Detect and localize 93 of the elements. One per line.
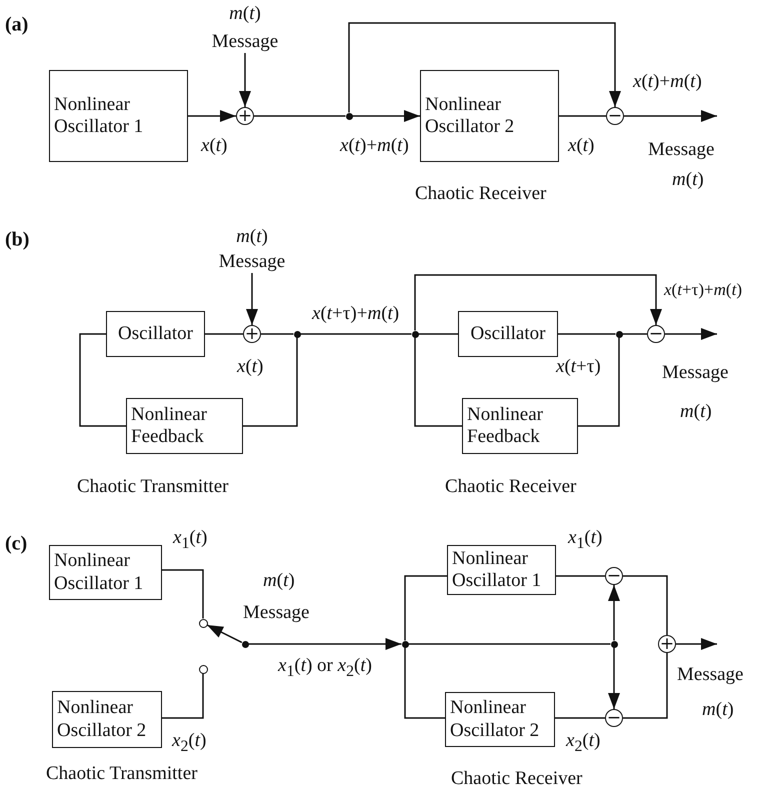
signal-label: Chaotic Transmitter bbox=[46, 763, 198, 785]
switch-terminal bbox=[198, 664, 208, 674]
connector-line bbox=[559, 115, 606, 117]
panel-label: (b) bbox=[5, 228, 30, 252]
switch-terminal bbox=[198, 618, 208, 628]
connector-line bbox=[205, 333, 243, 335]
junction-dot bbox=[242, 640, 248, 648]
summing-junction: − bbox=[647, 325, 665, 343]
process-box: Oscillator bbox=[106, 311, 205, 357]
input-label: Message bbox=[212, 31, 278, 53]
arrow bbox=[414, 274, 662, 330]
summing-junction: − bbox=[606, 107, 624, 125]
arrow bbox=[206, 624, 242, 644]
connector-line bbox=[261, 333, 294, 335]
input-label: m(t) bbox=[236, 226, 268, 248]
process-box: Nonlinear Feedback bbox=[462, 398, 578, 454]
signal-label: m(t) bbox=[263, 570, 295, 592]
process-box: Nonlinear Oscillator 2 bbox=[420, 70, 559, 162]
summing-junction: − bbox=[605, 709, 623, 727]
connector-line bbox=[623, 575, 668, 635]
arrow bbox=[624, 110, 717, 122]
signal-label: Message bbox=[243, 602, 310, 624]
signal-label: x$_{1}$(t) bbox=[173, 527, 208, 553]
arrow bbox=[239, 53, 251, 107]
signal-label: m(t) bbox=[702, 699, 734, 721]
junction-dot bbox=[616, 330, 622, 338]
connector-line bbox=[408, 643, 610, 645]
connector-line bbox=[556, 575, 605, 577]
signal-label: Chaotic Receiver bbox=[415, 183, 546, 205]
signal-label: Chaotic Transmitter bbox=[77, 476, 228, 498]
connector-line bbox=[555, 717, 605, 719]
arrow bbox=[352, 110, 420, 122]
junction-dot bbox=[402, 640, 408, 648]
process-box: Nonlinear Feedback bbox=[126, 398, 243, 454]
process-box: Nonlinear Oscillator 1 bbox=[49, 545, 162, 600]
connector-line bbox=[79, 333, 126, 427]
signal-label: m(t) bbox=[680, 401, 712, 423]
process-box: Nonlinear Oscillator 1 bbox=[49, 70, 188, 162]
panel-label: (c) bbox=[5, 532, 28, 556]
signal-label: x(t) bbox=[237, 356, 264, 378]
connector-line bbox=[623, 653, 668, 719]
signal-label: x(t+τ) bbox=[556, 356, 601, 378]
connector-line bbox=[254, 115, 346, 117]
arrow bbox=[676, 638, 717, 650]
connector-line bbox=[243, 338, 298, 427]
summing-junction: − bbox=[605, 567, 623, 585]
connector-line bbox=[622, 333, 647, 335]
process-box: Nonlinear Oscillator 1 bbox=[447, 545, 556, 595]
arrow bbox=[348, 22, 621, 112]
signal-label: x(t) bbox=[568, 135, 594, 157]
signal-label: Message bbox=[662, 362, 728, 384]
signal-label: Chaotic Receiver bbox=[445, 476, 576, 498]
signal-label: x(t+τ)+m(t) bbox=[664, 280, 742, 300]
arrow bbox=[665, 328, 717, 340]
arrow bbox=[608, 585, 620, 640]
junction-dot bbox=[412, 330, 418, 338]
arrow bbox=[188, 110, 236, 122]
connector-line bbox=[300, 333, 412, 335]
connector-line bbox=[414, 338, 462, 427]
input-label: Message bbox=[218, 251, 286, 273]
connector-line bbox=[404, 575, 447, 640]
signal-label: x$_{2}$(t) bbox=[566, 730, 600, 756]
summing-junction: + bbox=[658, 635, 676, 653]
signal-label: Message bbox=[677, 664, 744, 686]
summing-junction: + bbox=[236, 107, 254, 125]
panel-label: (a) bbox=[5, 14, 28, 36]
signal-label: x(t) bbox=[201, 135, 228, 157]
signal-label: x(t+τ)+m(t) bbox=[312, 303, 400, 325]
process-box: Nonlinear Oscillator 2 bbox=[445, 692, 555, 747]
signal-label: x$_{1}$(t) bbox=[568, 527, 602, 553]
process-box: Oscillator bbox=[458, 311, 558, 357]
connector-line bbox=[578, 338, 620, 427]
signal-label: x$_{2}$(t) bbox=[172, 730, 206, 756]
connector-line bbox=[558, 333, 616, 335]
junction-dot bbox=[346, 112, 352, 120]
junction-dot bbox=[610, 640, 618, 648]
arrow bbox=[248, 638, 402, 650]
signal-label: x(t)+m(t) bbox=[633, 71, 702, 93]
signal-label: x(t)+m(t) bbox=[340, 135, 409, 157]
connector-line bbox=[404, 648, 445, 719]
summing-junction: + bbox=[243, 325, 261, 343]
signal-label: Chaotic Receiver bbox=[451, 768, 582, 790]
signal-label: Message bbox=[648, 139, 714, 161]
connector-line bbox=[418, 333, 458, 335]
connector-line bbox=[162, 569, 204, 618]
process-box: Nonlinear Oscillator 2 bbox=[52, 691, 162, 748]
connector-line bbox=[162, 674, 204, 719]
signal-label: m(t) bbox=[672, 169, 704, 191]
junction-dot bbox=[294, 330, 300, 338]
arrow bbox=[246, 273, 258, 325]
input-label: m(t) bbox=[229, 3, 261, 25]
signal-label: x$_{1}$(t) or x$_{2}$(t) bbox=[278, 655, 372, 681]
arrow bbox=[608, 648, 620, 709]
